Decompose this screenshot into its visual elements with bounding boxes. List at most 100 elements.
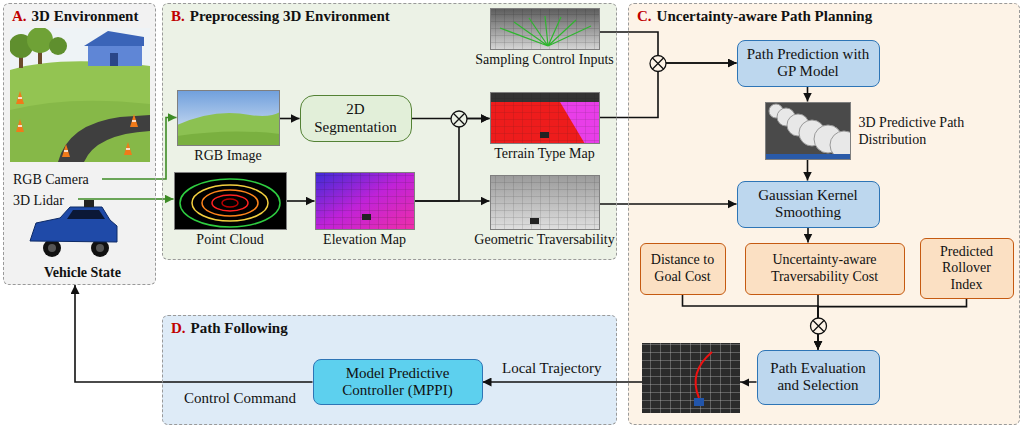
image-caption: 3D Predictive Path Distribution [859, 115, 997, 147]
process-box: Predicted Rollover Index [920, 238, 1014, 298]
image-panel: Elevation Map [315, 172, 415, 230]
connector-arrow [287, 200, 315, 202]
process-box: Distance to Goal Cost [640, 243, 726, 295]
sampling-picture [490, 8, 600, 50]
image-panel: Terrain Type Map [490, 92, 600, 144]
connector-arrow [600, 203, 737, 205]
panel-title: Preprocessing 3D Environment [190, 8, 390, 25]
connector-arrow [415, 200, 490, 202]
image-panel: RGB Image [177, 90, 280, 146]
environment-picture [27, 28, 53, 53]
vehicle-picture [30, 200, 117, 257]
vehicle-picture [84, 200, 94, 207]
path-distribution-picture [765, 102, 851, 160]
point-cloud-picture [212, 195, 248, 211]
sensor-leader-line [102, 178, 156, 180]
box-label: 2D Segmentation [306, 101, 406, 136]
panel-ground [162, 3, 617, 260]
image-panel: Sampling Control Inputs [490, 8, 600, 50]
environment-picture [10, 28, 150, 162]
connector-arrow [75, 285, 313, 382]
stage-panel: A. 3D EnvironmentRGB Camera 3D LidarVehicl… [3, 3, 156, 285]
environment-picture [18, 98, 136, 151]
connector-arrow [600, 32, 737, 63]
terrain-map-picture [490, 92, 600, 144]
point-cloud-picture [202, 190, 258, 216]
elevation-map-picture [315, 172, 415, 230]
connector-group [75, 32, 967, 382]
panel-ground [162, 315, 617, 425]
sensor-leader-line [78, 179, 156, 199]
terrain-map-picture [490, 92, 600, 144]
panel-index: D. [171, 320, 186, 337]
image-caption: Point Cloud [196, 232, 263, 248]
local-trajectory-picture [741, 379, 749, 387]
panel-ground [628, 3, 1020, 425]
local-trajectory-picture [642, 343, 740, 413]
rgb-image-picture [177, 90, 280, 146]
panel-header: A. 3D Environment [12, 8, 138, 25]
stage-panel: B.Preprocessing 3D EnvironmentRGB Image 2… [162, 3, 617, 260]
connector-arrow [280, 118, 300, 120]
local-trajectory-picture [694, 398, 704, 406]
vehicle-picture [67, 210, 105, 219]
panel-label: 3D Lidar [13, 193, 64, 209]
terrain-map-picture [540, 132, 549, 138]
image-caption: Sampling Control Inputs [475, 52, 613, 68]
process-box: Model Predictive Controller (MPPI) [313, 359, 483, 406]
box-label: Uncertainty-aware Traversability Cost [751, 252, 899, 284]
panel-title: 3D Environment [32, 8, 139, 25]
environment-picture [10, 28, 150, 162]
sensor-leader-line [78, 198, 156, 200]
multiply-symbol [652, 58, 663, 69]
multiply-symbol [813, 320, 824, 331]
elevation-map-picture [362, 214, 371, 220]
panel-label: RGB Camera [13, 172, 89, 188]
environment-picture [49, 37, 67, 55]
image-panel: Point Cloud [174, 172, 287, 230]
environment-picture [110, 53, 118, 66]
panel-title: Uncertainty-aware Path Planning [657, 8, 873, 25]
point-cloud-picture [174, 172, 287, 230]
image-caption: Terrain Type Map [494, 146, 594, 162]
edge-label: Control Command [182, 390, 298, 407]
panel-label: Vehicle State [44, 265, 121, 281]
box-label: Path Evaluation and Selection [763, 360, 874, 395]
process-box: Path Prediction with GP Model [737, 40, 880, 87]
point-cloud-picture [180, 179, 280, 227]
local-trajectory-picture [642, 343, 740, 413]
image-caption: Geometric Traversability [474, 232, 614, 248]
connector-arrow [818, 299, 967, 350]
elevation-map-picture [315, 172, 415, 230]
environment-picture [58, 115, 150, 162]
image-caption: RGB Image [194, 148, 261, 164]
box-label: Predicted Rollover Index [926, 244, 1008, 292]
panel-ground [3, 3, 156, 285]
image-panel: Geometric Traversability [490, 175, 600, 230]
environment-picture [10, 61, 150, 162]
process-box: Uncertainty-aware Traversability Cost [745, 243, 905, 295]
box-label: Model Predictive Controller (MPPI) [319, 365, 477, 400]
sampling-picture [500, 16, 591, 46]
point-cloud-picture [222, 199, 238, 207]
process-box: 2D Segmentation [300, 95, 412, 142]
connector-arrow [807, 87, 809, 102]
panel-title: Path Following [191, 320, 288, 337]
environment-picture [88, 46, 142, 66]
local-trajectory-picture [642, 343, 749, 413]
connector-arrow [807, 160, 809, 181]
sampling-picture [490, 8, 600, 50]
point-cloud-picture [174, 172, 287, 230]
multiply-symbol [451, 111, 467, 127]
connector-arrow [415, 119, 490, 202]
connector-arrow [156, 198, 174, 200]
process-box: Gaussian Kernel Smoothing [737, 181, 880, 228]
panel-header: B.Preprocessing 3D Environment [171, 8, 390, 25]
panel-header: D. Path Following [171, 320, 288, 337]
traversability-picture [490, 175, 600, 230]
multiply-symbol [650, 56, 666, 72]
environment-picture [10, 101, 150, 162]
panel-index: A. [12, 8, 27, 25]
